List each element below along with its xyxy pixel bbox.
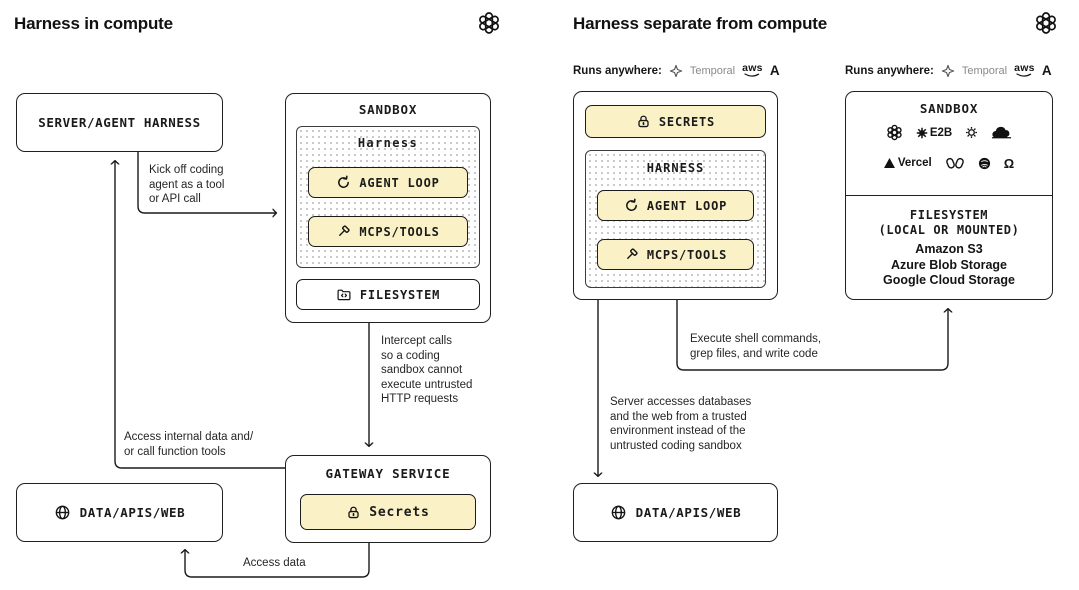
left-panel-title: Harness in compute xyxy=(14,14,173,33)
hammer-icon xyxy=(336,224,351,239)
gateway-secrets-label: Secrets xyxy=(369,504,430,520)
gateway-secrets-box: Secrets xyxy=(300,494,476,530)
storage-provider-list: Amazon S3 Azure Blob Storage Google Clou… xyxy=(845,242,1053,289)
sandbox-logo-row-1: E2B xyxy=(845,124,1053,141)
lock-icon xyxy=(346,505,361,520)
right-data-apis-web-label: DATA/APIS/WEB xyxy=(635,505,742,520)
openai-logo-icon xyxy=(1034,11,1058,35)
right-agent-loop-label: AGENT LOOP xyxy=(646,198,728,213)
a-logo: A xyxy=(1041,63,1052,78)
filesystem-title: FILESYSTEM (LOCAL OR MOUNTED) xyxy=(878,208,1020,237)
left-agent-loop-box: AGENT LOOP xyxy=(308,167,468,198)
aws-logo: aws xyxy=(742,61,763,78)
lock-icon xyxy=(636,114,651,129)
annotation-execute: Execute shell commands, grep files, and … xyxy=(690,333,822,360)
left-harness-label: Harness xyxy=(357,136,419,150)
left-data-apis-web-label: DATA/APIS/WEB xyxy=(79,505,186,520)
aws-label: aws xyxy=(1014,61,1035,74)
aws-swoosh-icon xyxy=(744,72,760,77)
cloudflare-cloud-icon xyxy=(991,126,1012,139)
e2b-logo: E2B xyxy=(916,127,952,139)
e2b-gear-icon xyxy=(916,127,928,139)
storage-provider: Google Cloud Storage xyxy=(883,273,1015,287)
left-agent-loop-label: AGENT LOOP xyxy=(359,175,440,190)
left-filesystem-box: FILESYSTEM xyxy=(296,279,480,310)
temporal-icon xyxy=(941,64,955,78)
sandbox-divider xyxy=(845,195,1053,196)
runs-anywhere-label: Runs anywhere: xyxy=(845,64,934,77)
runs-anywhere-row-left: Runs anywhere: Temporal aws A xyxy=(573,61,780,78)
aws-logo: aws xyxy=(1014,61,1035,78)
right-secrets-label: SECRETS xyxy=(658,114,716,129)
hammer-icon xyxy=(624,247,639,262)
e2b-label: E2B xyxy=(929,126,953,139)
loop-icon xyxy=(336,175,351,190)
left-filesystem-label: FILESYSTEM xyxy=(359,287,441,302)
vercel-label: Vercel xyxy=(897,157,932,169)
left-sandbox-title: SANDBOX xyxy=(358,102,418,117)
storage-provider: Azure Blob Storage xyxy=(891,257,1007,272)
aws-label: aws xyxy=(742,61,763,74)
a-logo: A xyxy=(769,63,780,78)
arrow-access-internal xyxy=(115,161,285,469)
server-agent-harness-label: SERVER/AGENT HARNESS xyxy=(38,115,201,130)
omega-icon: Ω xyxy=(1003,155,1015,171)
knot-circle-icon xyxy=(978,157,991,170)
vercel-logo: Vercel xyxy=(883,157,932,169)
temporal-label: Temporal xyxy=(689,64,736,77)
right-mcps-tools-box: MCPS/TOOLS xyxy=(597,239,754,270)
temporal-label: Temporal xyxy=(961,64,1008,77)
gear-icon xyxy=(965,126,978,139)
gateway-service-title: GATEWAY SERVICE xyxy=(325,466,451,481)
globe-icon xyxy=(54,504,71,521)
sandbox-logo-row-2: Vercel Ω xyxy=(845,155,1053,171)
globe-icon xyxy=(610,504,627,521)
annotation-kick-off: Kick off coding agent as a tool or API c… xyxy=(149,164,225,205)
right-data-apis-web-box: DATA/APIS/WEB xyxy=(573,483,778,542)
annotation-intercept: Intercept calls so a coding sandbox cann… xyxy=(381,335,473,405)
runs-anywhere-row-right: Runs anywhere: Temporal aws A xyxy=(845,61,1052,78)
annotation-access-internal: Access internal data and/ or call functi… xyxy=(124,431,254,458)
temporal-icon xyxy=(669,64,683,78)
loop-icon xyxy=(624,198,639,213)
beans-icon xyxy=(945,155,965,171)
right-mcps-tools-label: MCPS/TOOLS xyxy=(646,247,728,262)
openai-icon xyxy=(886,124,903,141)
left-mcps-tools-box: MCPS/TOOLS xyxy=(308,216,468,247)
annotation-server-access: Server accesses databases and the web fr… xyxy=(610,396,752,452)
server-agent-harness-box: SERVER/AGENT HARNESS xyxy=(16,93,223,152)
left-data-apis-web-box: DATA/APIS/WEB xyxy=(16,483,223,542)
right-secrets-box: SECRETS xyxy=(585,105,766,138)
right-agent-loop-box: AGENT LOOP xyxy=(597,190,754,221)
folder-code-icon xyxy=(336,287,352,302)
right-harness-label: HARNESS xyxy=(646,161,705,175)
openai-logo-icon xyxy=(477,11,501,35)
right-panel-title: Harness separate from compute xyxy=(573,14,828,33)
left-mcps-tools-label: MCPS/TOOLS xyxy=(359,224,440,239)
storage-provider: Amazon S3 xyxy=(915,242,983,256)
right-sandbox-title: SANDBOX xyxy=(919,101,979,116)
vercel-triangle-icon xyxy=(883,158,895,168)
annotation-access-data: Access data xyxy=(243,557,306,569)
aws-swoosh-icon xyxy=(1016,72,1032,77)
runs-anywhere-label: Runs anywhere: xyxy=(573,64,662,77)
